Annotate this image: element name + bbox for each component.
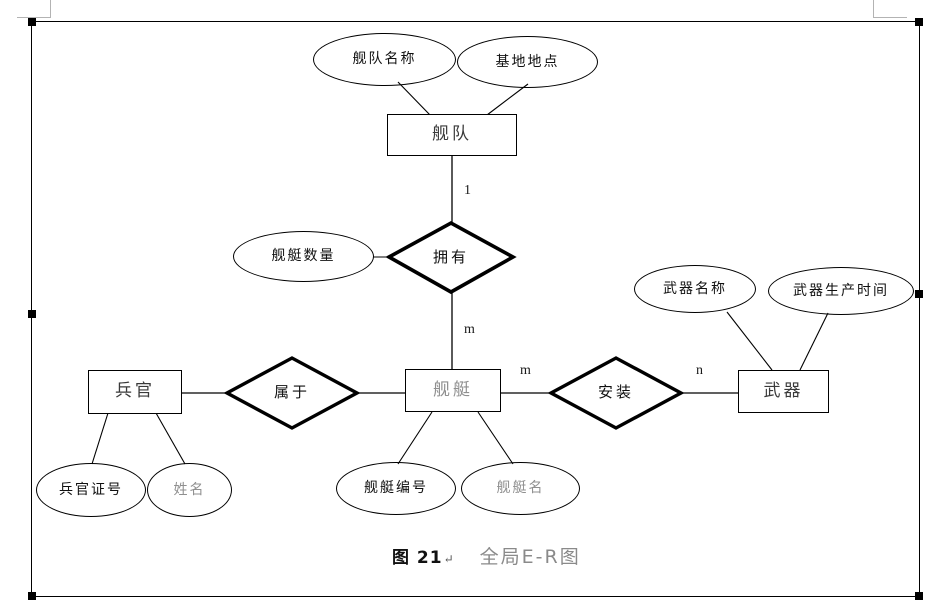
- relationship-label: 安装: [597, 383, 634, 402]
- diamond-shape-owns: [385, 220, 517, 295]
- attribute-label: 舰艇数量: [271, 248, 336, 265]
- attribute-officer-name[interactable]: 姓名: [147, 463, 232, 517]
- attribute-label: 舰艇编号: [364, 480, 428, 497]
- cardinality-ship-installs: m: [520, 363, 531, 378]
- relationship-owns[interactable]: 拥有: [389, 223, 513, 292]
- cardinality-owns-ship: m: [464, 322, 475, 337]
- page-margin-mark-top-left: [17, 0, 51, 18]
- attribute-fleet-name[interactable]: 舰队名称: [313, 33, 456, 86]
- page-margin-mark-top-right: [873, 0, 907, 18]
- entity-officer[interactable]: 兵官: [88, 370, 182, 414]
- attribute-ship-name[interactable]: 舰艇名: [461, 462, 580, 515]
- object-selection-frame[interactable]: [28, 18, 923, 600]
- resize-handle-middle-right[interactable]: [915, 290, 923, 298]
- entity-weapon[interactable]: 武器: [738, 370, 829, 413]
- entity-label: 舰艇: [433, 379, 473, 400]
- diamond-shape-installs: [547, 356, 685, 430]
- entity-label: 武器: [763, 380, 804, 401]
- attribute-label: 基地地点: [495, 53, 560, 70]
- cardinality-fleet-owns: 1: [464, 183, 471, 198]
- attribute-base-location[interactable]: 基地地点: [457, 36, 598, 88]
- attribute-label: 武器生产时间: [793, 282, 889, 299]
- attribute-weapon-production-time[interactable]: 武器生产时间: [768, 267, 914, 315]
- entity-fleet[interactable]: 舰队: [387, 114, 517, 156]
- attribute-label: 武器名称: [663, 280, 727, 297]
- caption-number: 图 21: [392, 548, 443, 568]
- paragraph-mark-icon: ↵: [443, 552, 454, 566]
- diamond-shape-belongs-to: [223, 356, 361, 430]
- attribute-ship-number[interactable]: 舰艇编号: [336, 462, 456, 515]
- resize-handle-top-left[interactable]: [28, 18, 36, 26]
- relationship-label: 属于: [273, 383, 310, 402]
- resize-handle-bottom-right[interactable]: [915, 592, 923, 600]
- entity-label: 兵官: [115, 381, 155, 402]
- entity-ship[interactable]: 舰艇: [405, 369, 501, 412]
- attribute-label: 舰艇名: [496, 480, 545, 497]
- cardinality-installs-weapon: n: [696, 363, 703, 378]
- relationship-label: 拥有: [432, 247, 469, 266]
- resize-handle-bottom-left[interactable]: [28, 592, 36, 600]
- attribute-label: 兵官证号: [59, 481, 123, 498]
- attribute-ship-count[interactable]: 舰艇数量: [233, 231, 374, 282]
- relationship-installs[interactable]: 安装: [551, 358, 681, 428]
- attribute-label: 舰队名称: [352, 51, 417, 68]
- attribute-officer-id[interactable]: 兵官证号: [36, 463, 146, 517]
- relationship-belongs-to[interactable]: 属于: [227, 358, 357, 428]
- entity-label: 舰队: [432, 124, 472, 145]
- attribute-label: 姓名: [173, 481, 206, 498]
- caption-title: 全局E-R图: [479, 546, 581, 568]
- resize-handle-middle-left[interactable]: [28, 310, 36, 318]
- diagram-caption: 图 21 ↵ 全局E-R图: [392, 542, 581, 569]
- resize-handle-top-right[interactable]: [915, 18, 923, 26]
- attribute-weapon-name[interactable]: 武器名称: [634, 265, 756, 313]
